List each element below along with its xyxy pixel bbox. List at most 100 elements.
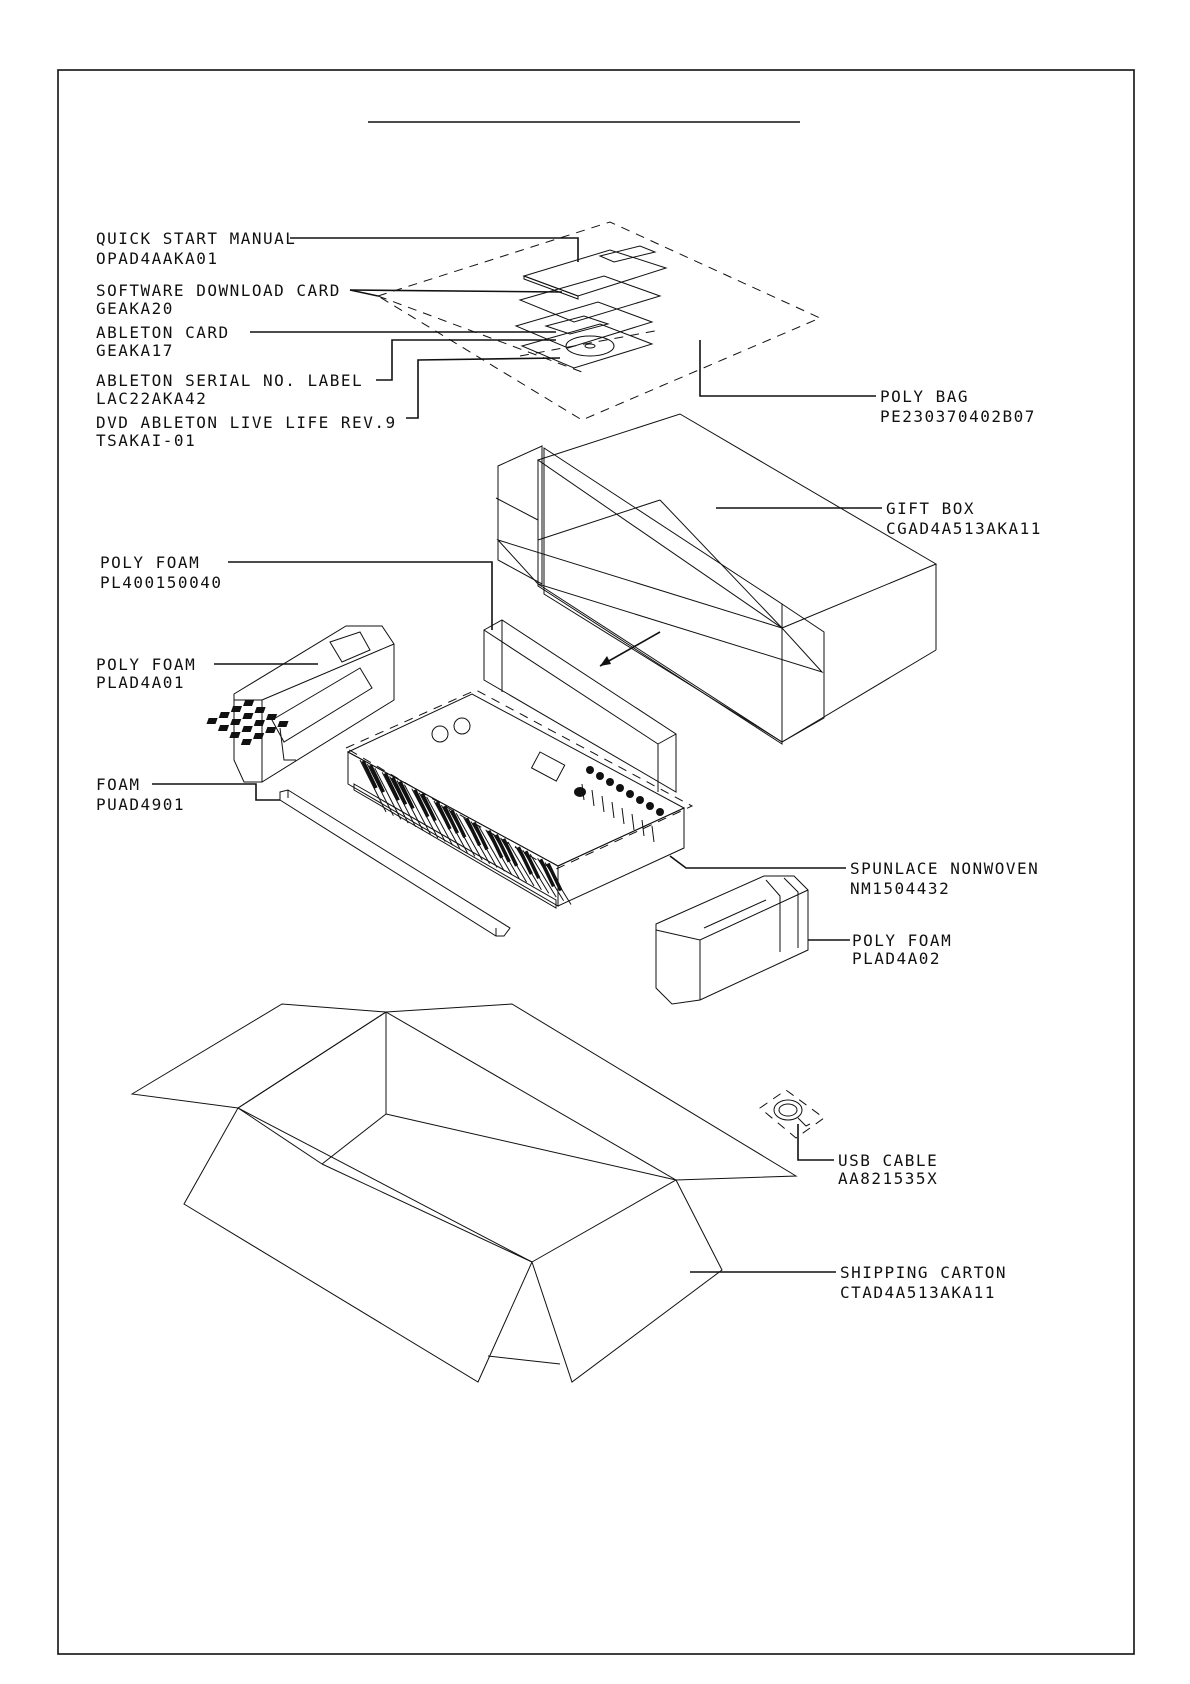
fader [651, 825, 655, 843]
fader [611, 801, 615, 819]
knob [656, 808, 664, 816]
dvd-illustration [520, 323, 654, 369]
software-download-card-illustration [518, 275, 662, 323]
label-code: GEAKA20 [96, 299, 174, 318]
black-key [516, 846, 533, 875]
usb-cable-illustration [759, 1089, 825, 1139]
knob [636, 796, 644, 804]
callout-ableton-card: ABLETON CARD GEAKA17 [96, 323, 230, 360]
callout-quick-start-manual: QUICK START MANUAL OPAD4AAKA01 [96, 229, 295, 268]
pad [265, 727, 277, 733]
label-code: GEAKA17 [96, 341, 174, 360]
label-code: PL400150040 [100, 573, 222, 592]
fader [631, 813, 635, 831]
callout-poly-foam-left: POLY FOAM PLAD4A01 [96, 655, 196, 692]
label-name: USB CABLE [838, 1151, 938, 1170]
poly-foam-right-illustration [655, 875, 809, 1005]
knob [616, 784, 624, 792]
pad [240, 739, 253, 745]
pad [242, 713, 254, 719]
label-code: NM1504432 [850, 879, 950, 898]
callout-foam: FOAM PUAD4901 [96, 775, 185, 814]
poly-foam-left-illustration [233, 625, 395, 783]
black-key [546, 862, 563, 892]
keyboard-keys [359, 759, 572, 905]
callout-gift-box: GIFT BOX CGAD4A513AKA11 [886, 499, 1042, 538]
black-key [487, 829, 504, 859]
quick-start-manual-illustration [522, 245, 668, 300]
black-key [383, 772, 400, 802]
label-name: ABLETON SERIAL NO. LABEL [96, 371, 363, 390]
label-name: SHIPPING CARTON [840, 1263, 1007, 1282]
black-key [413, 788, 430, 818]
foam-strip-illustration [279, 789, 511, 937]
pad [241, 726, 253, 732]
pad [217, 725, 230, 731]
pad [218, 712, 230, 718]
label-name: GIFT BOX [886, 499, 975, 518]
callout-poly-foam-top: POLY FOAM PL400150040 [100, 553, 222, 592]
label-code: CTAD4A513AKA11 [840, 1283, 996, 1302]
pad [229, 732, 241, 738]
pad [277, 721, 289, 727]
pad [253, 720, 265, 726]
label-code: CGAD4A513AKA11 [886, 519, 1042, 538]
black-key [361, 760, 378, 789]
sheet-border [57, 69, 1135, 1655]
fader [641, 819, 645, 837]
pad [243, 700, 255, 706]
label-code: PLAD4A02 [852, 949, 941, 968]
fader [621, 807, 625, 825]
keyboard-knobs [581, 766, 664, 843]
label-name: ABLETON CARD [96, 323, 230, 342]
ableton-card-illustration [514, 301, 654, 349]
callout-ableton-serial-label: ABLETON SERIAL NO. LABEL LAC22AKA42 [96, 371, 363, 408]
label-code: PE230370402B07 [880, 407, 1036, 426]
key-edge [507, 841, 535, 887]
shipping-carton-illustration [130, 1003, 798, 1383]
callout-software-download-card: SOFTWARE DOWNLOAD CARD GEAKA20 [96, 281, 341, 318]
pad [265, 714, 278, 720]
label-code: OPAD4AAKA01 [96, 249, 218, 268]
label-name: POLY FOAM [96, 655, 196, 674]
black-key [502, 838, 519, 867]
black-key [524, 850, 541, 879]
black-key [450, 809, 467, 838]
callout-spunlace-nonwoven: SPUNLACE NONWOVEN NM1504432 [850, 859, 1038, 898]
black-key [420, 793, 437, 822]
key-edge [403, 784, 431, 835]
label-code: TSAKAI-01 [96, 431, 196, 450]
leader-lines [152, 237, 882, 1273]
label-code: PUAD4901 [96, 795, 185, 814]
black-key [472, 821, 489, 851]
knob [606, 778, 614, 786]
keyboard-illustration [206, 689, 694, 909]
poly-foam-block-illustration [483, 619, 677, 793]
label-code: PLAD4A01 [96, 673, 185, 692]
black-key [368, 764, 385, 793]
label-name: FOAM [96, 775, 141, 794]
key-edge [529, 854, 557, 898]
key-edge [374, 767, 402, 820]
black-key [391, 776, 408, 806]
key-edge [359, 759, 387, 813]
label-name: POLY FOAM [852, 931, 952, 950]
knob [586, 766, 594, 774]
label-name: SOFTWARE DOWNLOAD CARD [96, 281, 341, 300]
pad [206, 718, 218, 724]
label-name: POLY FOAM [100, 553, 200, 572]
black-key [398, 780, 415, 810]
label-code: LAC22AKA42 [96, 389, 207, 408]
knob [646, 802, 654, 810]
black-key [442, 805, 459, 834]
key-edge [477, 825, 505, 872]
black-key [465, 817, 482, 847]
knob [626, 790, 634, 798]
pad [253, 733, 265, 739]
pad [230, 706, 243, 712]
callout-poly-foam-right: POLY FOAM PLAD4A02 [852, 931, 952, 968]
callout-poly-bag: POLY BAG PE230370402B07 [880, 387, 1036, 426]
callout-usb-cable: USB CABLE AA821535X [838, 1151, 938, 1188]
label-name: DVD ABLETON LIVE LIFE REV.9 [96, 413, 397, 432]
